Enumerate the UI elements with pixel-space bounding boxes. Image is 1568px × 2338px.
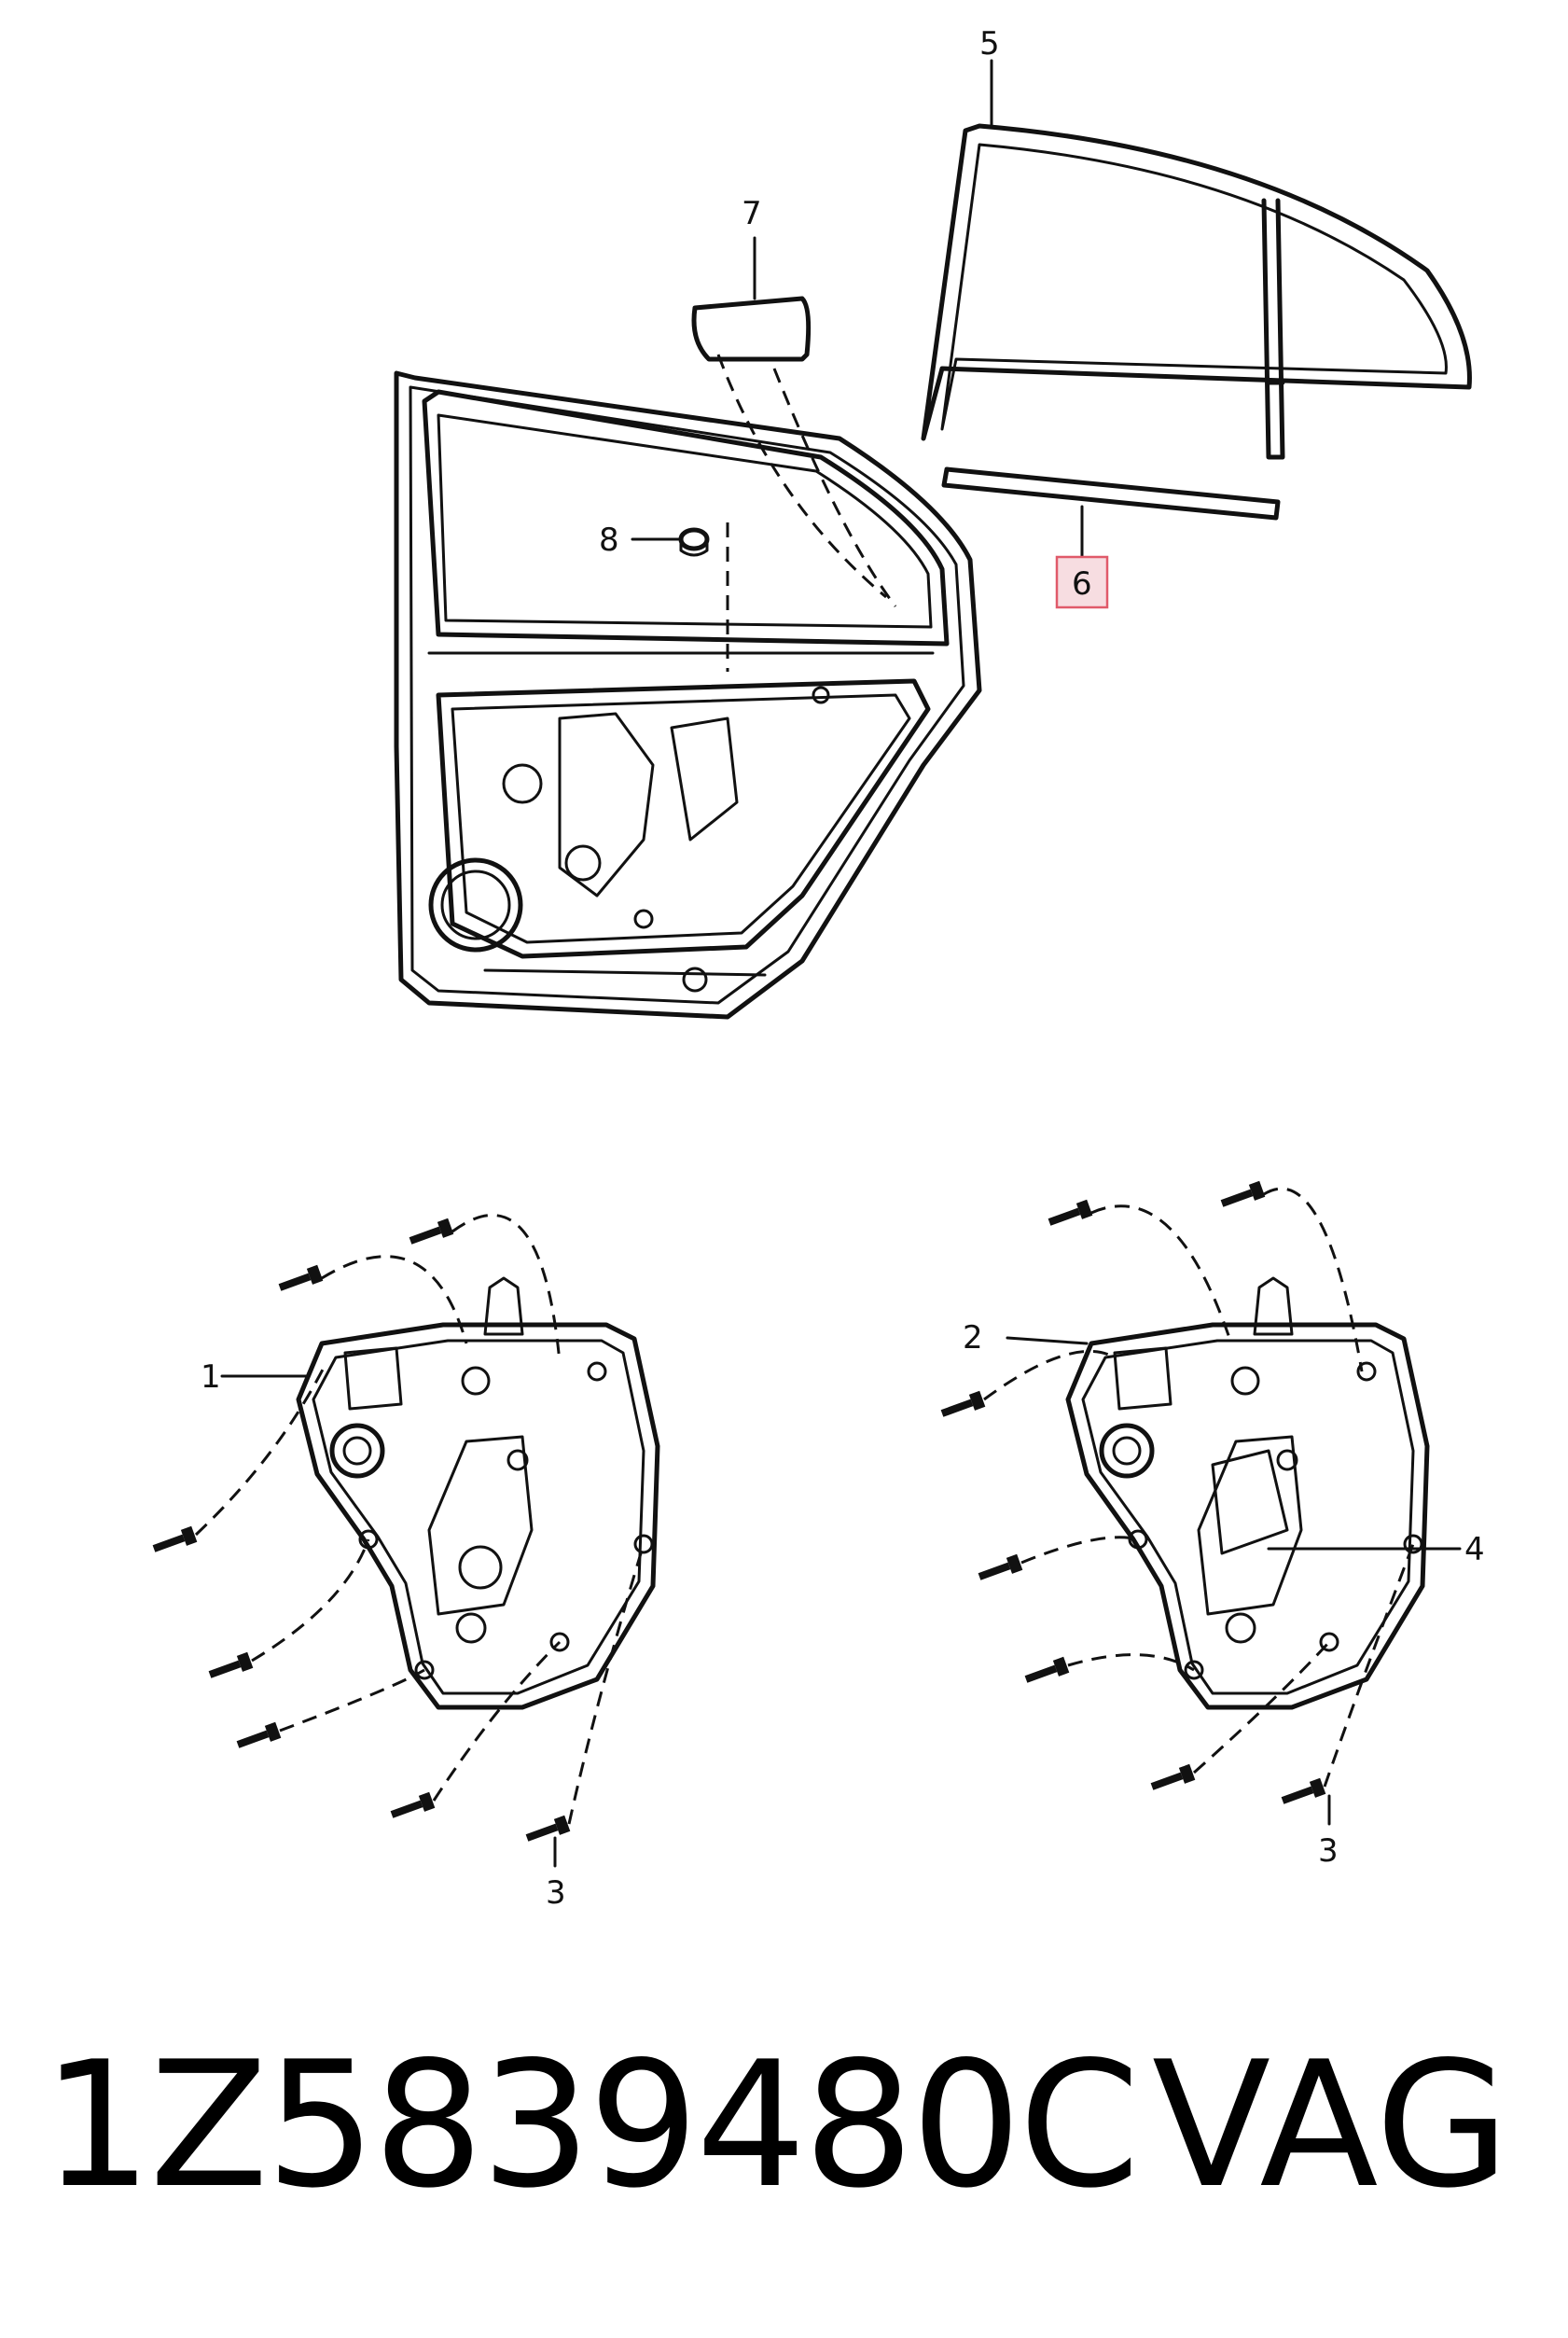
cover-cap-drawing	[691, 296, 812, 362]
callout-1: 1	[201, 1358, 221, 1396]
bolt	[1220, 1180, 1266, 1207]
window-seal-drawing	[921, 123, 1472, 460]
bolts-right	[940, 1180, 1326, 1804]
callout-8: 8	[599, 522, 619, 559]
bolt	[152, 1525, 198, 1552]
bolt	[236, 1721, 282, 1748]
callout-6-highlight-box	[1055, 555, 1109, 609]
bolt	[940, 1390, 986, 1417]
bolt	[1281, 1777, 1326, 1804]
callout-2-leader	[1006, 1336, 1089, 1345]
part-number-text: 1Z5839480C	[42, 2024, 1140, 2226]
bolt	[390, 1791, 436, 1818]
seal-strip-drawing	[941, 466, 1281, 521]
callout-2: 2	[963, 1319, 983, 1357]
bolt	[208, 1651, 254, 1678]
door-shell-drawing	[394, 370, 982, 1020]
carrier-plate-right-drawing	[1065, 1276, 1430, 1710]
bolt	[1150, 1763, 1196, 1790]
callout-5: 5	[979, 25, 1000, 63]
carrier-plate-left-drawing	[296, 1276, 660, 1710]
bolt	[1048, 1199, 1093, 1226]
bolt	[278, 1264, 324, 1291]
callout-4: 4	[1464, 1531, 1485, 1568]
plug-drawing	[678, 527, 710, 557]
bolt	[1024, 1656, 1070, 1683]
bolt	[409, 1218, 454, 1245]
cover-cap-leader-2	[772, 368, 897, 607]
callout-3a: 3	[546, 1874, 566, 1912]
bolt-leaders-right	[983, 1187, 1415, 1788]
bolt	[978, 1553, 1023, 1580]
bolt-leaders-left	[194, 1214, 645, 1825]
bolt	[525, 1815, 571, 1842]
callout-3b: 3	[1318, 1832, 1339, 1870]
callout-6: 6	[1072, 565, 1092, 603]
cover-cap-leader	[716, 354, 887, 599]
bolts-left	[152, 1218, 571, 1842]
callout-7: 7	[742, 195, 762, 232]
brand-text: VAG	[1152, 2024, 1510, 2226]
